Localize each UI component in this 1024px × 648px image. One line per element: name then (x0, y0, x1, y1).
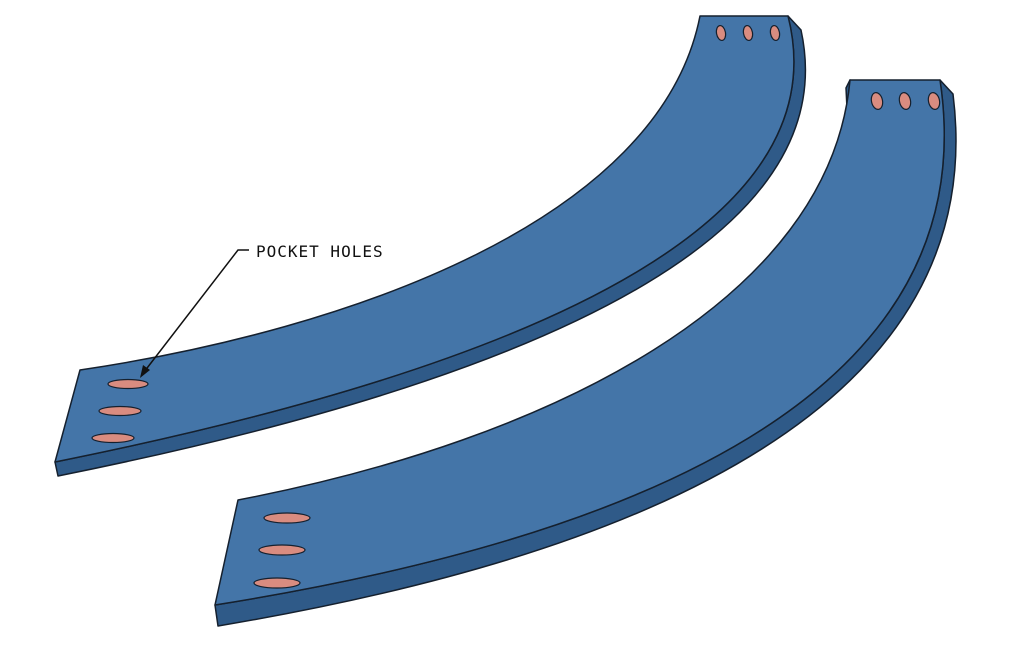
pocket-hole (107, 378, 149, 390)
lower-board-left-holes (253, 512, 311, 589)
lower-board-top-holes (870, 92, 941, 110)
pocket-hole (898, 92, 912, 110)
pocket-holes-label: POCKET HOLES (256, 242, 384, 261)
upper-board-top-holes (715, 24, 781, 42)
pocket-hole (742, 24, 754, 42)
pocket-hole (870, 92, 884, 110)
pocket-hole (769, 24, 781, 42)
pocket-hole (258, 544, 306, 556)
pocket-hole (927, 92, 941, 110)
upper-curved-board (54, 15, 807, 477)
lower-board-top-face (214, 79, 945, 606)
pocket-hole (253, 577, 301, 589)
upper-board-top-face (54, 15, 795, 463)
pocket-hole (91, 432, 135, 444)
pocket-hole (98, 405, 142, 417)
pocket-holes-callout: POCKET HOLES (140, 242, 384, 378)
lower-curved-board (214, 79, 957, 627)
pocket-hole (715, 24, 727, 42)
upper-board-left-holes (91, 378, 149, 444)
pocket-hole (263, 512, 311, 524)
leader-arrowhead (140, 365, 150, 378)
leader-line (143, 249, 249, 373)
